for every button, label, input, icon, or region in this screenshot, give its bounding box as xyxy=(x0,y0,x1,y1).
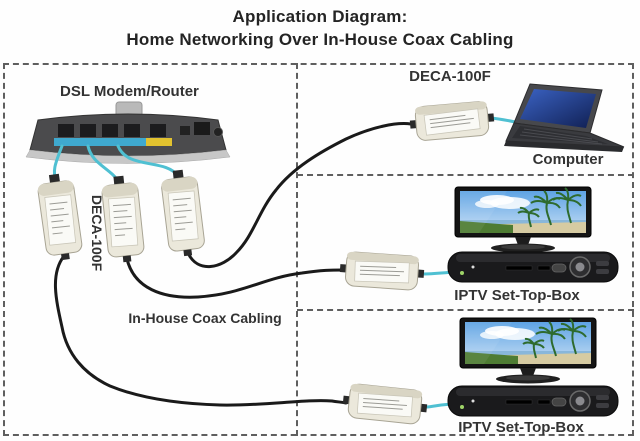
set-top-box-1 xyxy=(447,251,619,283)
page-title: Application Diagram: Home Networking Ove… xyxy=(0,5,640,51)
laptop-computer xyxy=(504,83,625,152)
title-line-2: Home Networking Over In-House Coax Cabli… xyxy=(126,30,514,49)
coax-cables xyxy=(53,122,413,407)
router-ports xyxy=(54,122,223,146)
dsl-modem-router xyxy=(25,101,231,164)
vertical-divider xyxy=(296,63,298,436)
deca-adapter-3 xyxy=(159,167,207,259)
set-top-box-2 xyxy=(447,385,619,417)
diagram-border xyxy=(3,63,634,436)
deca-adapter-2 xyxy=(99,173,146,265)
label-iptv-set-top-box-1: IPTV Set-Top-Box xyxy=(454,287,580,304)
title-line-1: Application Diagram: xyxy=(232,7,408,26)
deca-adapter-iptv-2 xyxy=(340,382,430,426)
horizontal-divider-bottom xyxy=(297,309,634,311)
tv-iptv-1 xyxy=(454,186,592,254)
deca-adapter-iptv-1 xyxy=(338,250,426,292)
label-deca-100f-top: DECA-100F xyxy=(409,68,491,85)
label-computer: Computer xyxy=(532,151,604,168)
label-in-house-coax: In-House Coax Cabling xyxy=(128,310,282,326)
tv-iptv-2 xyxy=(459,317,597,385)
deca-adapter-1 xyxy=(35,171,85,263)
deca-adapter-computer xyxy=(408,99,496,143)
label-iptv-set-top-box-2: IPTV Set-Top-Box xyxy=(458,419,584,436)
label-deca-100f-left: DECA-100F xyxy=(89,194,105,272)
label-dsl-modem-router: DSL Modem/Router xyxy=(60,83,199,100)
horizontal-divider-top xyxy=(297,174,634,176)
